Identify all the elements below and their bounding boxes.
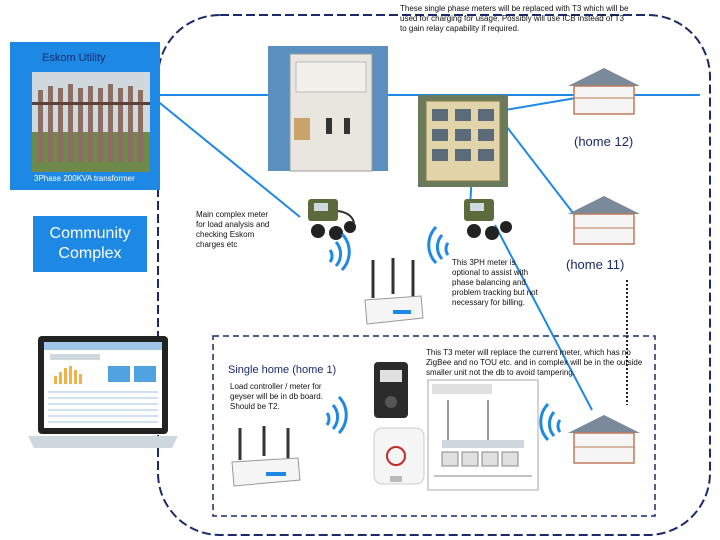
transformer-photo bbox=[32, 72, 150, 172]
eskom-utility-label: Eskom Utility bbox=[42, 52, 106, 64]
wireless-signal-icon bbox=[328, 232, 351, 272]
transformer-label: 3Phase 200KVA transformer bbox=[34, 174, 135, 183]
three-phase-meter-icon bbox=[464, 199, 512, 240]
router-icon bbox=[231, 426, 301, 487]
main-meter-device-icon bbox=[308, 199, 356, 240]
db-board-schematic-icon bbox=[427, 379, 539, 491]
community-complex-box: Community Complex bbox=[33, 216, 147, 272]
single-phase-meters-photo bbox=[418, 95, 508, 187]
single-home-note: Load controller / meter for geyser will … bbox=[230, 382, 323, 411]
community-complex-label: Community Complex bbox=[49, 225, 131, 262]
geyser-icon bbox=[373, 427, 425, 485]
house-icon bbox=[568, 415, 640, 464]
main-meter-note: Main complex meter for load analysis and… bbox=[196, 210, 270, 249]
dashboard-laptop-icon bbox=[28, 336, 178, 448]
home11-label: (home 11) bbox=[566, 257, 625, 272]
wireless-signal-icon bbox=[325, 395, 348, 435]
wireless-signal-icon bbox=[427, 225, 450, 265]
t3-note: This T3 meter will replace the current m… bbox=[426, 348, 643, 377]
wireless-signal-icon bbox=[539, 402, 562, 442]
load-controller-icon bbox=[374, 362, 408, 418]
meter-cabinet-photo bbox=[268, 46, 388, 172]
three-phase-note: This 3PH meter is optional to assist wit… bbox=[452, 258, 538, 307]
router-icon bbox=[364, 258, 424, 325]
house-icon bbox=[568, 68, 640, 115]
house-icon bbox=[568, 196, 640, 245]
top-note: These single phase meters will be replac… bbox=[400, 4, 629, 33]
home12-label: (home 12) bbox=[574, 134, 634, 149]
single-home-label: Single home (home 1) bbox=[228, 364, 337, 376]
eskom-utility-panel: Eskom Utility 3Phase 200KVA transformer bbox=[10, 42, 160, 190]
